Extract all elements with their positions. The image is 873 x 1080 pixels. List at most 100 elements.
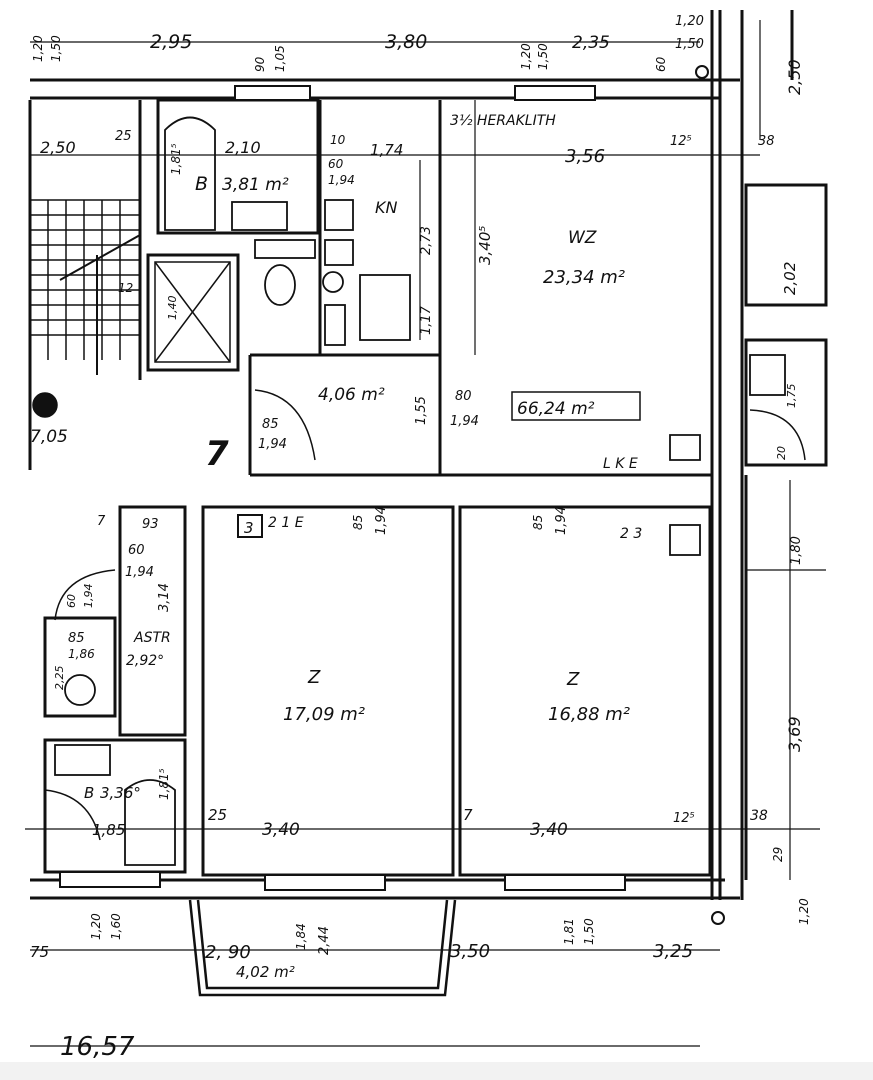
dim-top-120a: 1,20 — [31, 35, 45, 62]
total-area-frame — [511, 391, 641, 421]
axis-marker-top-icon — [695, 65, 709, 79]
dim-top-295: 2,95 — [150, 31, 192, 53]
kitchen-label: KN — [375, 198, 397, 217]
dim-175: 1,75 — [785, 384, 798, 409]
window-bath-left — [59, 871, 161, 888]
storage-left-area: 2,92° — [126, 653, 164, 669]
dim-314: 3,14 — [157, 583, 172, 612]
dim-117: 1,17 — [419, 305, 434, 335]
dim-340: 3,40⁵ — [476, 226, 494, 265]
dim-340a: 3,40 — [262, 820, 300, 840]
dim-194d: 1,94 — [374, 506, 389, 535]
dim-top-150c: 1,50 — [675, 37, 704, 52]
stove-icon — [324, 199, 354, 231]
dim-bottom-244: 2,44 — [317, 926, 332, 955]
kitchen-sink-icon — [324, 239, 354, 266]
dim-top-120b: 1,20 — [519, 43, 533, 70]
dim-85d: 85 — [68, 631, 85, 646]
wc-sink-icon — [254, 239, 316, 259]
bathtub-icon — [164, 116, 216, 231]
dim-bottom-120: 1,20 — [89, 913, 103, 940]
kitchen-table-icon — [359, 274, 411, 341]
dim-top-150a: 1,50 — [49, 35, 63, 62]
dim-bottom-181: 1,81 — [562, 918, 576, 945]
dim-bottom-184: 1,84 — [294, 923, 308, 950]
dim-194e: 1,94 — [554, 506, 569, 535]
dim-340b: 3,40 — [530, 820, 568, 840]
dimension-labels: 2,95 3,80 2,35 1,20 1,50 1,20 1,50 1,20 … — [30, 14, 811, 1062]
bath-sink-icon — [231, 201, 288, 231]
dim-top-120c: 1,20 — [675, 14, 704, 29]
dim-bottom-290: 2, 90 — [205, 942, 251, 963]
dim-93: 93 — [142, 517, 159, 532]
dim-25a: 25 — [115, 129, 132, 144]
dim-60c: 60 — [65, 594, 78, 608]
window-living — [514, 85, 596, 101]
dim-194g: 1,94 — [82, 584, 95, 609]
fixtures — [54, 116, 786, 866]
dim-10: 10 — [330, 133, 346, 147]
bedroom-left-area: 17,09 m² — [283, 704, 365, 725]
dim-top-250r: 2,50 — [785, 59, 804, 95]
dim-85a: 85 — [262, 417, 279, 432]
door-swing-hall — [254, 389, 316, 461]
dim-155: 1,55 — [414, 396, 429, 425]
image-footer-bar — [0, 1062, 873, 1080]
dim-273: 2,73 — [419, 226, 434, 255]
heater-icon — [669, 524, 701, 556]
balcony-outline-inner — [196, 899, 449, 990]
dimension-lines — [25, 20, 826, 1047]
dim-20: 20 — [775, 446, 788, 460]
dim-181a: 1,81⁵ — [169, 143, 183, 175]
doors — [44, 389, 806, 841]
dim-bottom-120r: 1,20 — [797, 898, 811, 925]
stair-marker-icon — [32, 392, 58, 418]
hall-area: 4,06 m² — [318, 385, 385, 405]
dim-top-380: 3,80 — [385, 31, 427, 53]
staircase — [30, 199, 141, 418]
dim-7b: 7 — [463, 806, 473, 824]
kitchen-cabinet-icon — [324, 304, 346, 346]
room-labels: B 3,81 m² KN WZ 23,34 m² 4,06 m² 66,24 m… — [30, 113, 642, 981]
wall-neighbour-bath — [744, 338, 828, 467]
dim-bottom-350: 3,50 — [450, 941, 490, 962]
note-21e: 2 1 E — [268, 515, 304, 531]
living-area: 23,34 m² — [543, 267, 625, 288]
dim-bottom-160: 1,60 — [109, 913, 123, 940]
dim-12: 12 — [118, 281, 133, 295]
dim-80: 80 — [455, 389, 472, 404]
bath-left-area: 3,36° — [100, 784, 141, 802]
wall-shaft — [146, 253, 240, 372]
wall-wc-left — [43, 616, 117, 718]
bedroom-left-label: Z — [307, 667, 321, 688]
dim-bottom-325: 3,25 — [653, 941, 693, 962]
dim-194b: 1,94 — [258, 437, 287, 452]
balcony-area: 4,02 m² — [236, 963, 295, 981]
dim-85c: 85 — [531, 515, 545, 530]
dim-140: 1,40 — [166, 296, 179, 321]
shaft — [154, 261, 231, 363]
bath-label: B — [195, 173, 208, 195]
dim-top-60: 60 — [654, 56, 668, 72]
bath-left-sink-icon — [54, 744, 111, 776]
wall-neighbour-storage — [744, 183, 828, 307]
dim-180: 1,80 — [789, 536, 804, 565]
dim-125a: 12⁵ — [670, 134, 692, 149]
dim-250: 2,50 — [40, 138, 76, 157]
dim-29: 29 — [771, 847, 785, 862]
dim-top-105: 1,05 — [273, 45, 287, 72]
door-swing-bath-left — [44, 789, 101, 841]
walls — [28, 10, 828, 900]
door-swing-storage — [54, 569, 116, 621]
radiator-icon — [669, 434, 701, 461]
bedroom-right-label: Z — [566, 669, 580, 690]
dim-top-150b: 1,50 — [536, 43, 550, 70]
apartment-total-area: 66,24 m² — [517, 399, 595, 419]
dim-bottom-75: 75 — [30, 943, 49, 961]
dim-60a: 60 — [328, 157, 344, 171]
dim-top-235: 2,35 — [572, 33, 610, 53]
dim-369: 3,69 — [785, 716, 804, 752]
level-elevation: 7,05 — [30, 427, 68, 447]
